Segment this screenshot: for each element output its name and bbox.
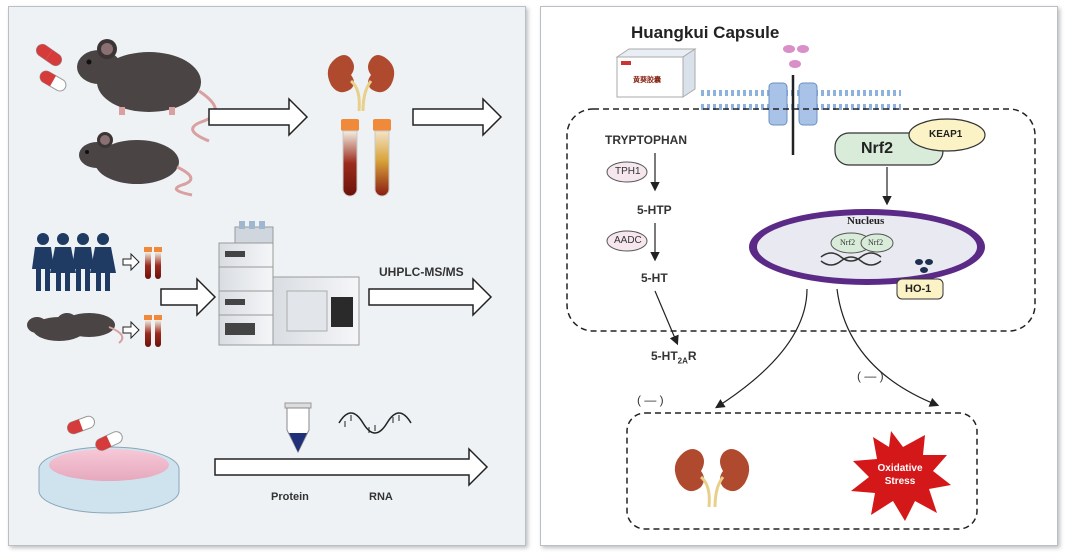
- nrf2-small-a-label: Nrf2: [840, 238, 856, 247]
- keap1-protein: [908, 118, 986, 152]
- 5-ht2a-sub: 2A: [677, 356, 688, 366]
- 5-ht2a-main: 5-HT: [651, 349, 678, 363]
- flow-arrow: [368, 277, 493, 317]
- uhplc-ms-label: UHPLC-MS/MS: [379, 265, 464, 279]
- mechanism-panel: Huangkui Capsule 黄葵胶囊 TRYPTOPHAN TPH1 5-…: [540, 6, 1058, 546]
- kidney-icon: [674, 449, 750, 508]
- 5-ht2a-receptor-label: 5-HT2AR: [651, 349, 697, 365]
- mouse-icon: [77, 39, 217, 143]
- nrf2-small-b-label: Nrf2: [868, 238, 884, 247]
- flow-arrow: [122, 252, 140, 272]
- flow-arrow: [412, 97, 503, 137]
- 5-htp-label: 5-HTP: [637, 203, 672, 217]
- drug-molecule-icon: [783, 45, 809, 68]
- capsule-pill-icon: [35, 43, 67, 92]
- huangkui-capsule-title: Huangkui Capsule: [631, 23, 780, 42]
- protein-tube-icon: [284, 402, 312, 454]
- aadc-enzyme: [606, 230, 648, 252]
- medicine-box-label: 黄葵胶囊: [633, 77, 661, 84]
- inhibition-right-label: ( — ): [857, 369, 884, 383]
- ho1-molecule-icon: [915, 259, 933, 273]
- ho1-protein: [896, 278, 944, 300]
- pathway-arrow: [714, 288, 808, 409]
- nucleus-label: Nucleus: [847, 215, 885, 227]
- flow-arrow: [214, 447, 489, 487]
- mouse-icon: [79, 132, 193, 197]
- membrane-channel-icon: [768, 75, 818, 155]
- rna-strand-icon: [338, 412, 412, 434]
- oxidative-stress-label-line1: Oxidative: [877, 463, 923, 474]
- mouse-icon: [27, 313, 124, 344]
- capsule-pill-icon: [66, 415, 123, 451]
- kidney-icon: [327, 55, 395, 112]
- blood-tube-icon: [341, 119, 391, 197]
- pathway-arrow: [650, 153, 679, 346]
- tph1-label: TPH1: [615, 166, 641, 177]
- aadc-label: AADC: [614, 235, 642, 246]
- flow-arrow: [208, 97, 309, 137]
- uhplc-ms-instrument-icon: [218, 221, 360, 346]
- flow-arrow: [122, 320, 140, 340]
- blood-tube-icon: [144, 315, 162, 347]
- cell-boundary: [566, 108, 1036, 332]
- nrf2-label: Nrf2: [861, 140, 894, 157]
- tph1-enzyme: [606, 161, 648, 183]
- 5-ht-label: 5-HT: [641, 271, 668, 285]
- ho1-label: HO-1: [905, 283, 932, 295]
- human-subjects-icon: [32, 233, 116, 291]
- mechanism-graphics: [566, 45, 1036, 530]
- protein-label: Protein: [271, 491, 309, 503]
- blood-tube-icon: [144, 247, 162, 279]
- oxidative-stress-label-line2: Stress: [884, 476, 916, 487]
- tryptophan-label: TRYPTOPHAN: [605, 133, 688, 147]
- 5-ht2a-suffix: R: [687, 349, 697, 363]
- petri-dish-icon: [38, 446, 180, 514]
- flow-arrow: [160, 277, 217, 317]
- rna-label: RNA: [369, 491, 393, 503]
- oxidative-stress-burst-icon: [851, 431, 951, 521]
- workflow-graphics: [27, 39, 503, 514]
- workflow-panel: UHPLC-MS/MS Protein RNA: [8, 6, 526, 546]
- pathway-arrow: [836, 288, 940, 407]
- inhibition-left-label: ( — ): [637, 393, 664, 407]
- outcome-box: [626, 412, 978, 530]
- keap1-label: KEAP1: [929, 129, 963, 140]
- medicine-box-icon: [615, 48, 697, 98]
